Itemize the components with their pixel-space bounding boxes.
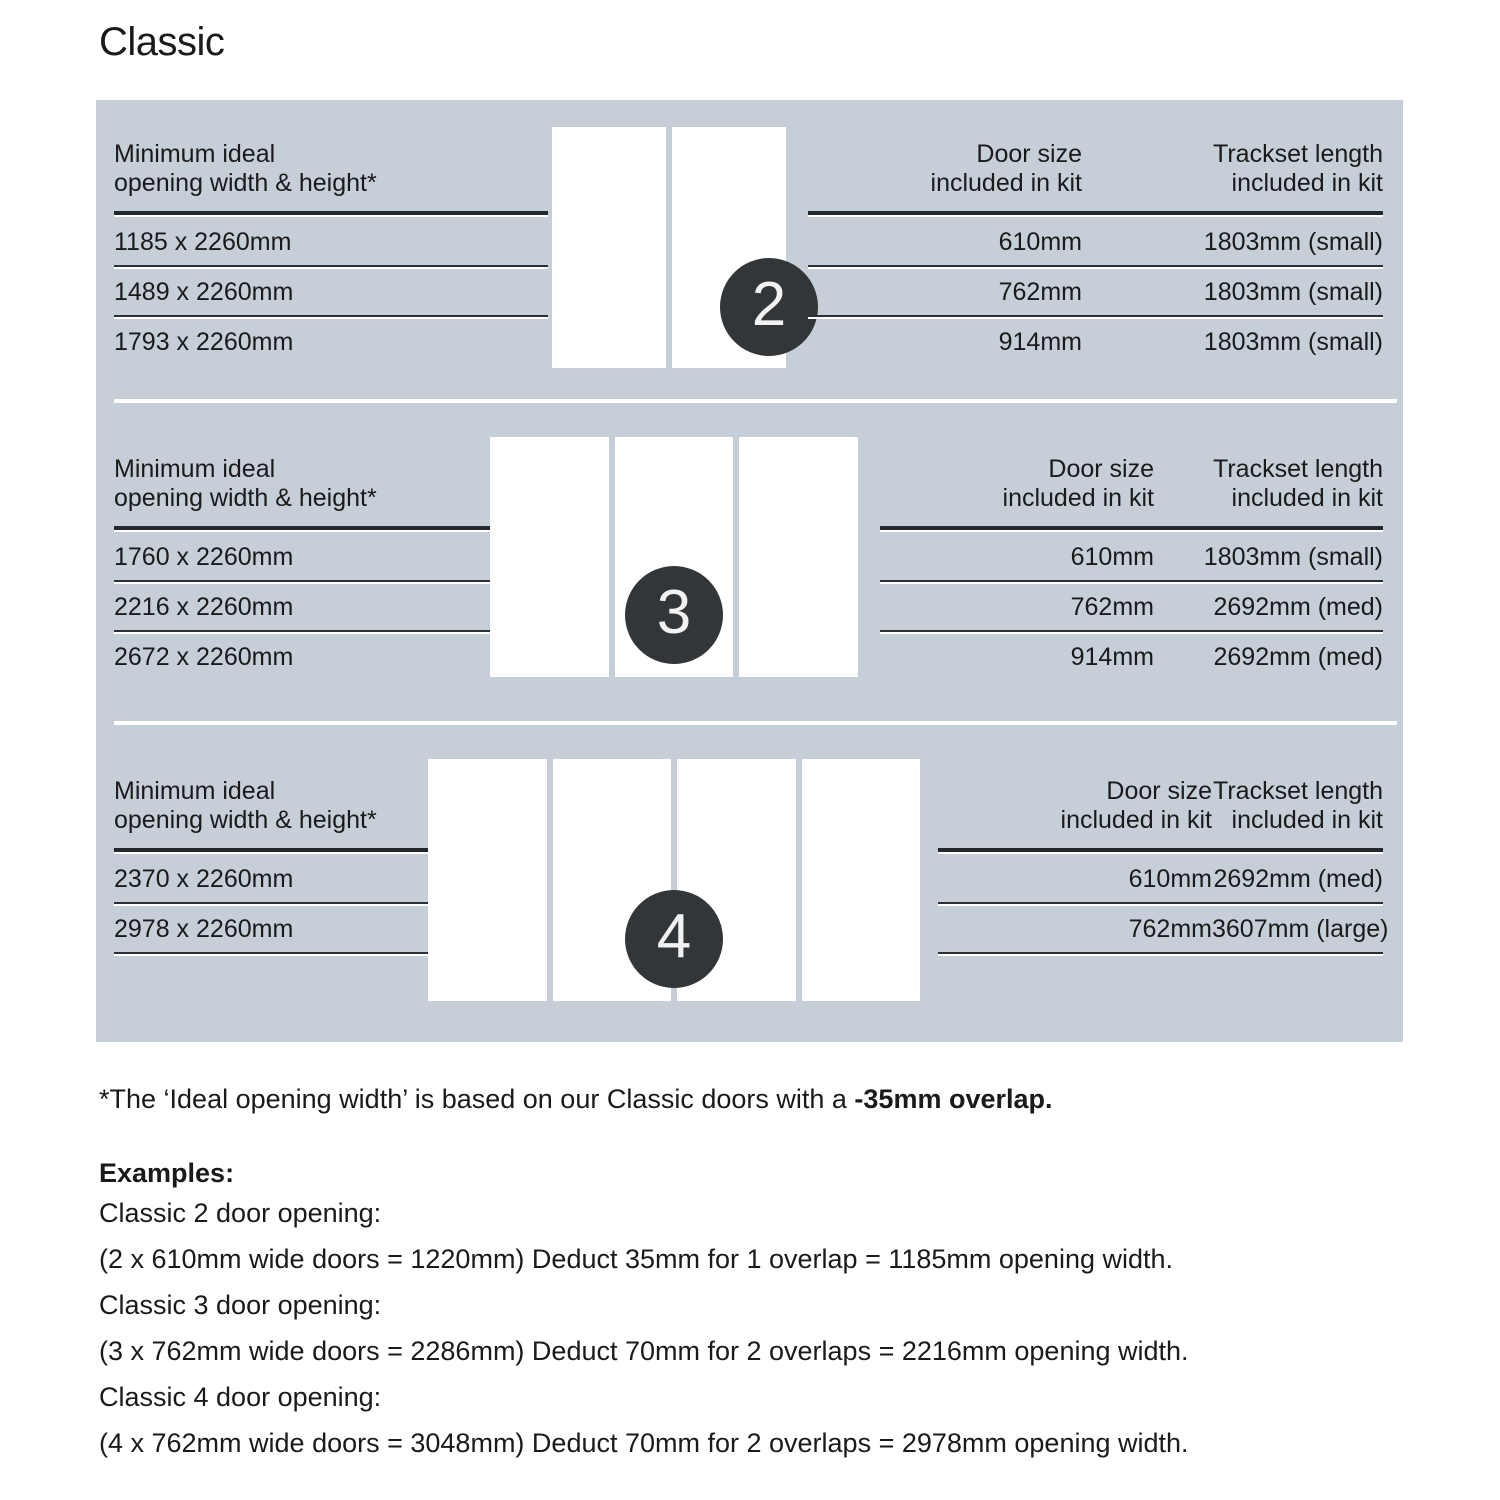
opening-column-header: Minimum ideal opening width & height*	[114, 455, 377, 512]
trackset-value: 1803mm (small)	[1203, 543, 1383, 571]
trackset-value: 1803mm (small)	[1203, 278, 1383, 306]
column-rule	[114, 211, 548, 215]
door-block-3: Minimum ideal opening width & height* 17…	[96, 403, 1403, 721]
opening-column-2door: Minimum ideal opening width & height* 11…	[114, 140, 548, 365]
column-rule	[880, 526, 1154, 530]
block-separator-2	[114, 721, 1397, 725]
trackset-value: 3607mm (large)	[1212, 915, 1389, 943]
page-title: Classic	[99, 20, 225, 64]
sizing-panel: Minimum ideal opening width & height* 11…	[96, 100, 1403, 1042]
door-count-badge: 4	[625, 890, 723, 988]
trackset-column-header: Trackset length included in kit	[1213, 455, 1383, 512]
opening-value: 1793 x 2260mm	[114, 328, 294, 356]
trackset-value: 2692mm (med)	[1213, 865, 1384, 893]
row-rule	[1212, 952, 1383, 954]
notes-section: *The ‘Ideal opening width’ is based on o…	[99, 1082, 1419, 1466]
column-rule	[114, 848, 436, 852]
door-block-2: Minimum ideal opening width & height* 11…	[96, 100, 1403, 399]
trackset-column-header: Trackset length included in kit	[1213, 777, 1383, 834]
row-rule	[1212, 902, 1383, 904]
row-rule	[1082, 315, 1383, 317]
row-rule	[808, 315, 1082, 317]
door-count-badge: 2	[720, 258, 818, 356]
door-size-value: 914mm	[1070, 643, 1154, 671]
opening-value: 1760 x 2260mm	[114, 543, 294, 571]
row-rule	[808, 265, 1082, 267]
row-rule	[938, 902, 1212, 904]
example-line: Classic 2 door opening:	[99, 1198, 382, 1228]
opening-value: 2370 x 2260mm	[114, 865, 294, 893]
column-rule	[1212, 848, 1383, 852]
trackset-column-3door: Trackset length included in kit 1803mm (…	[1154, 455, 1383, 680]
door-block-4: Minimum ideal opening width & height* 23…	[96, 725, 1403, 1042]
opening-value: 1185 x 2260mm	[114, 228, 292, 256]
opening-column-4door: Minimum ideal opening width & height* 23…	[114, 777, 436, 954]
door-size-value: 610mm	[1070, 543, 1154, 571]
row-rule	[114, 630, 497, 632]
row-rule	[114, 902, 436, 904]
column-rule	[114, 526, 497, 530]
row-rule	[114, 315, 548, 317]
row-rule	[114, 580, 497, 582]
door-count-badge: 3	[625, 566, 723, 664]
row-rule	[880, 630, 1154, 632]
door-size-value: 762mm	[1070, 593, 1154, 621]
row-rule	[114, 265, 548, 267]
door-size-value: 610mm	[998, 228, 1082, 256]
row-rule	[1082, 265, 1383, 267]
door-size-column-3door: Door size included in kit 610mm 762mm 91…	[880, 455, 1154, 680]
examples-heading: Examples:	[99, 1158, 235, 1188]
door-size-column-4door: Door size included in kit 610mm 762mm	[938, 777, 1212, 954]
column-rule	[938, 848, 1212, 852]
door-size-value: 914mm	[998, 328, 1082, 356]
row-rule	[1154, 630, 1383, 632]
trackset-value: 1803mm (small)	[1203, 228, 1383, 256]
overlap-footnote: *The ‘Ideal opening width’ is based on o…	[99, 1082, 1419, 1116]
example-line: (2 x 610mm wide doors = 1220mm) Deduct 3…	[99, 1244, 1174, 1274]
door-panel	[739, 437, 859, 677]
column-rule	[1154, 526, 1383, 530]
row-rule	[114, 952, 436, 954]
block-separator-1	[114, 399, 1397, 403]
trackset-column-2door: Trackset length included in kit 1803mm (…	[1082, 140, 1383, 365]
trackset-column-4door: Trackset length included in kit 2692mm (…	[1212, 777, 1389, 954]
trackset-value: 2692mm (med)	[1213, 593, 1384, 621]
door-size-column-header: Door size included in kit	[930, 140, 1082, 197]
overlap-footnote-emphasis: -35mm overlap.	[854, 1084, 1053, 1114]
door-size-value: 610mm	[1128, 865, 1212, 893]
door-size-value: 762mm	[1128, 915, 1212, 943]
row-rule	[880, 580, 1154, 582]
door-size-value: 762mm	[998, 278, 1082, 306]
opening-value: 2672 x 2260mm	[114, 643, 294, 671]
door-graphic-4	[428, 759, 920, 1001]
trackset-value: 2692mm (med)	[1213, 643, 1384, 671]
example-line: Classic 3 door opening:	[99, 1290, 382, 1320]
opening-column-header: Minimum ideal opening width & height*	[114, 777, 377, 834]
opening-column-header: Minimum ideal opening width & height*	[114, 140, 377, 197]
door-panel	[490, 437, 609, 677]
opening-value: 2216 x 2260mm	[114, 593, 294, 621]
example-line: (4 x 762mm wide doors = 3048mm) Deduct 7…	[99, 1428, 1189, 1458]
trackset-value: 1803mm (small)	[1203, 328, 1383, 356]
door-panel	[552, 127, 666, 368]
column-rule	[808, 211, 1082, 215]
overlap-footnote-text: *The ‘Ideal opening width’ is based on o…	[99, 1084, 855, 1114]
door-size-column-header: Door size included in kit	[1002, 455, 1154, 512]
trackset-column-header: Trackset length included in kit	[1213, 140, 1383, 197]
door-panel	[801, 759, 920, 1001]
example-line: (3 x 762mm wide doors = 2286mm) Deduct 7…	[99, 1336, 1189, 1366]
opening-value: 1489 x 2260mm	[114, 278, 294, 306]
row-rule	[938, 952, 1212, 954]
door-size-column-2door: Door size included in kit 610mm 762mm 91…	[808, 140, 1082, 365]
opening-value: 2978 x 2260mm	[114, 915, 294, 943]
door-size-column-header: Door size included in kit	[1060, 777, 1212, 834]
row-rule	[1154, 580, 1383, 582]
door-panel	[428, 759, 547, 1001]
opening-column-3door: Minimum ideal opening width & height* 17…	[114, 455, 497, 680]
example-line: Classic 4 door opening:	[99, 1382, 382, 1412]
column-rule	[1082, 211, 1383, 215]
